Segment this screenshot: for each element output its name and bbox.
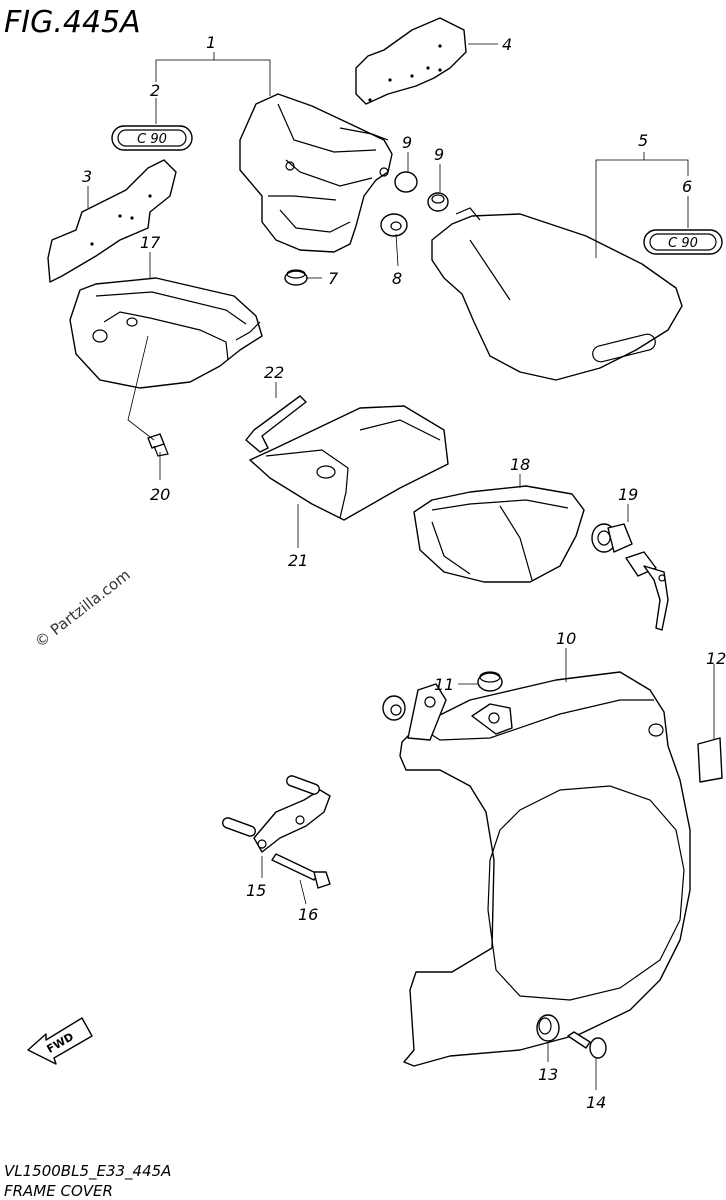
callout-6[interactable]: 6 <box>682 177 692 196</box>
part-14-bolt[interactable] <box>567 1031 607 1059</box>
leader-lines <box>87 43 715 1090</box>
callout-7[interactable]: 7 <box>328 269 339 288</box>
callout-21[interactable]: 21 <box>288 551 308 570</box>
part-15-bracket[interactable] <box>221 774 331 853</box>
part-6-c90-emblem[interactable]: C 90 <box>643 229 723 255</box>
emblem-text-left: C 90 <box>137 132 167 147</box>
part-13-grommet[interactable] <box>536 1014 560 1042</box>
part-19-lock-and-key[interactable] <box>591 523 669 631</box>
part-9-cushion-a[interactable] <box>394 171 418 193</box>
part-3-heat-insulator-left[interactable] <box>47 159 177 283</box>
callout-20[interactable]: 20 <box>150 485 170 504</box>
part-2-c90-emblem[interactable]: C 90 <box>111 125 193 151</box>
callout-22[interactable]: 22 <box>264 363 284 382</box>
part-21-tool-bag[interactable] <box>249 405 449 521</box>
part-12-label[interactable] <box>697 737 723 783</box>
emblem-text-right: C 90 <box>668 236 698 251</box>
part-grommet-left-of-10[interactable] <box>382 695 406 721</box>
watermark-text: © Partzilla.com <box>31 566 133 651</box>
callout-16[interactable]: 16 <box>298 905 318 924</box>
part-9-cushion-b[interactable] <box>427 192 449 212</box>
part-5-right-frame-cover[interactable] <box>431 207 683 381</box>
callout-10[interactable]: 10 <box>556 629 576 648</box>
callout-12[interactable]: 12 <box>706 649 726 668</box>
callout-14[interactable]: 14 <box>586 1093 606 1112</box>
callout-9b[interactable]: 9 <box>434 145 444 164</box>
callout-numbers: 1 2 3 4 5 6 7 8 9 9 10 11 12 13 14 15 16… <box>82 33 726 1112</box>
part-18-side-box[interactable] <box>413 485 585 583</box>
callout-9a[interactable]: 9 <box>402 133 412 152</box>
fwd-arrow: FWD <box>27 1017 93 1065</box>
part-20-bolt[interactable] <box>147 433 169 457</box>
part-4-heat-insulator-right[interactable] <box>355 17 467 105</box>
callout-2[interactable]: 2 <box>150 81 160 100</box>
part-16-bolt[interactable] <box>271 853 331 889</box>
callout-19[interactable]: 19 <box>618 485 638 504</box>
callout-17[interactable]: 17 <box>140 233 161 252</box>
part-17-side-cover-box[interactable] <box>69 277 263 389</box>
callout-11[interactable]: 11 <box>434 675 454 694</box>
part-22-hex-wrench[interactable] <box>245 395 307 453</box>
part-7-grommet[interactable] <box>284 269 308 286</box>
callout-4[interactable]: 4 <box>502 35 512 54</box>
part-1-left-frame-cover[interactable] <box>239 93 393 253</box>
callout-3[interactable]: 3 <box>82 167 92 186</box>
callout-15[interactable]: 15 <box>246 881 266 900</box>
callout-18[interactable]: 18 <box>510 455 530 474</box>
figure-title: FIG.445A <box>4 5 141 40</box>
part-10-battery-cover[interactable] <box>399 671 691 1067</box>
model-code: VL1500BL5_E33_445A <box>4 1162 171 1181</box>
figure-caption: FRAME COVER <box>4 1182 113 1200</box>
callout-13[interactable]: 13 <box>538 1065 558 1084</box>
callout-8[interactable]: 8 <box>392 269 402 288</box>
callout-5[interactable]: 5 <box>638 131 648 150</box>
part-11-grommet[interactable] <box>477 671 503 692</box>
callout-1[interactable]: 1 <box>206 33 216 52</box>
part-8-grommet[interactable] <box>380 213 408 237</box>
